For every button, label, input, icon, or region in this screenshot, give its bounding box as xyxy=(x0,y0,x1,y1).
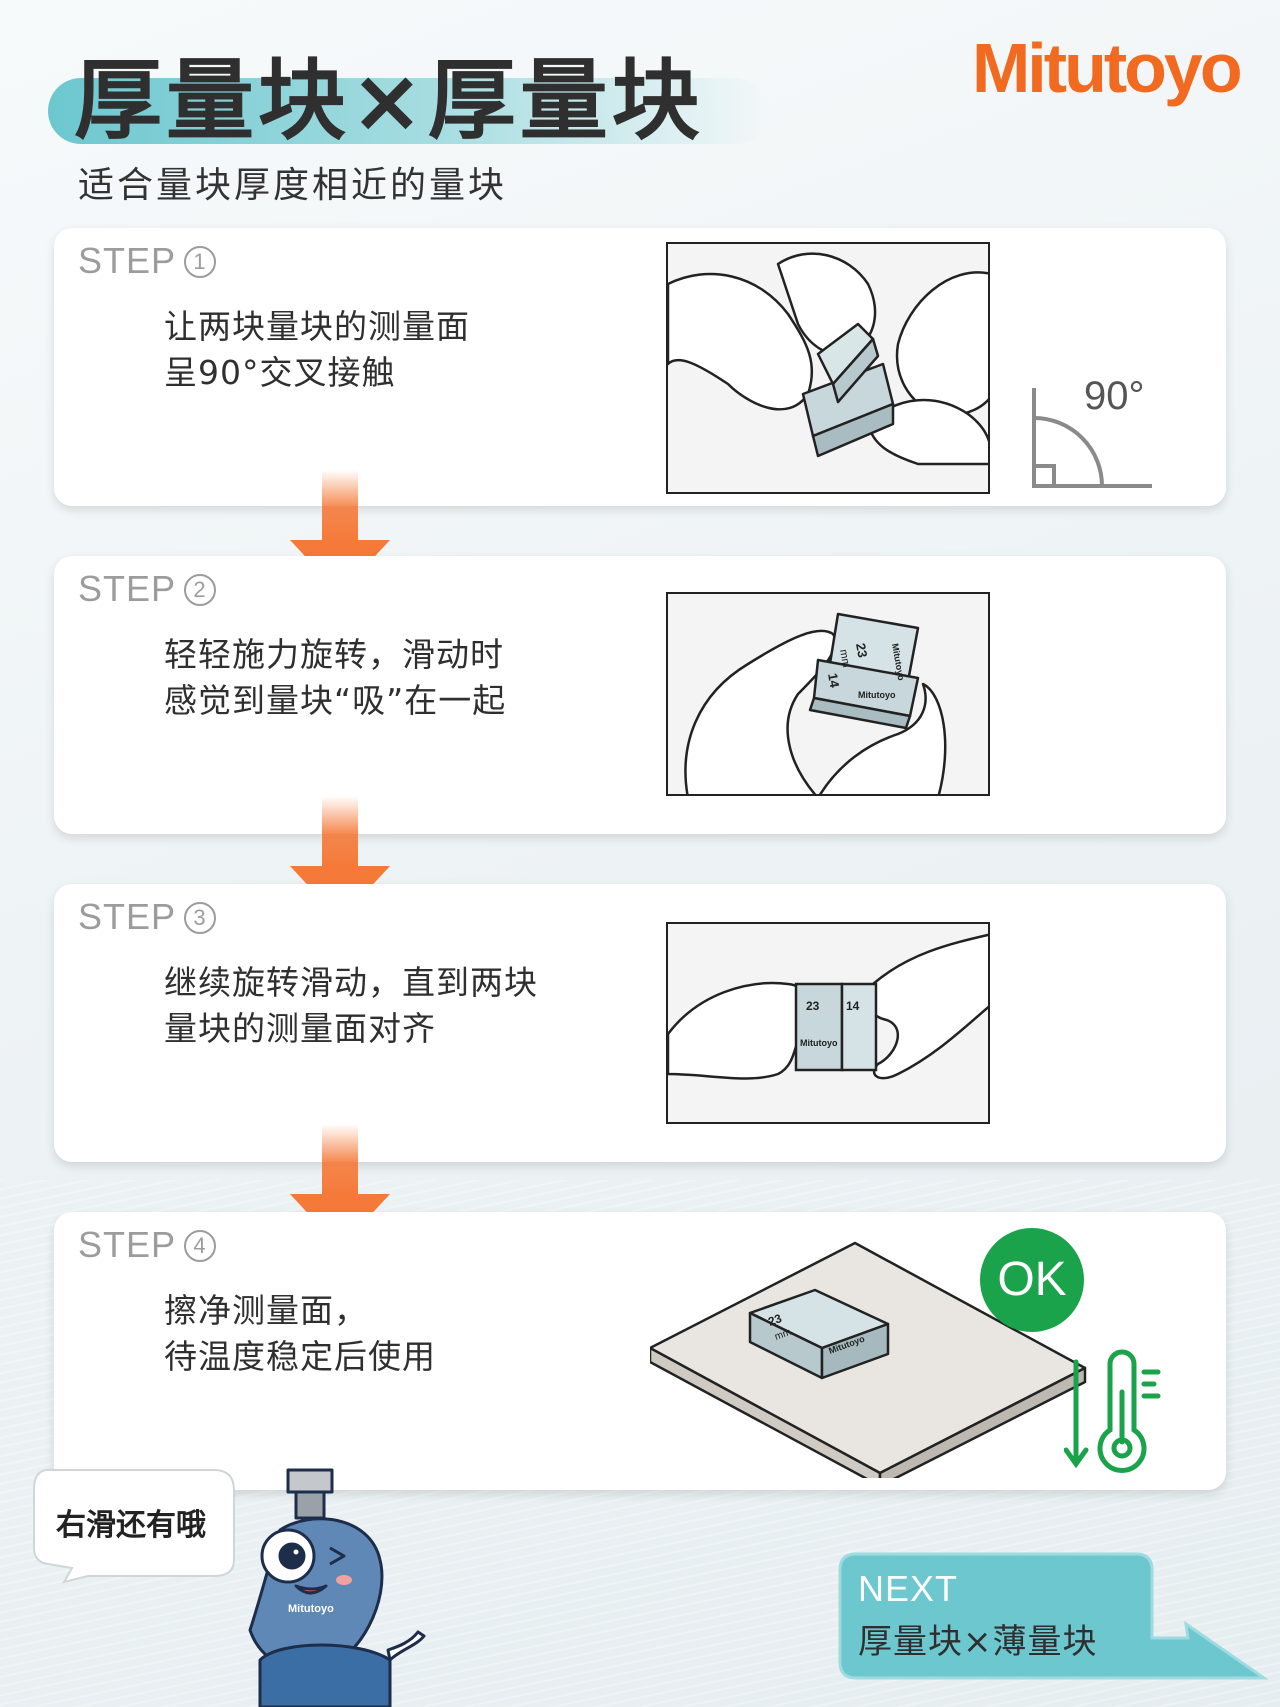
step-word: STEP xyxy=(78,568,177,609)
brand-logo: Mitutoyo xyxy=(972,29,1243,107)
illustration-hands-rotating-blocks: 23 mm Mitutoyo 14 Mitutoyo xyxy=(666,592,990,796)
step-number: 2 xyxy=(184,574,217,606)
block-size-a: 23 xyxy=(806,999,820,1013)
instruction-line: 擦净测量面， xyxy=(164,1291,368,1330)
step-number: 4 xyxy=(184,1230,217,1262)
mascot-brand-label: Mitutoyo xyxy=(288,1603,334,1615)
instruction-line: 轻轻施力旋转，滑动时 xyxy=(164,635,504,674)
block-size-a: 23 xyxy=(853,642,870,659)
next-label[interactable]: NEXT xyxy=(858,1568,959,1609)
speech-bubble-text: 右滑还有哦 xyxy=(56,1508,206,1543)
page-subtitle: 适合量块厚度相近的量块 xyxy=(78,165,508,206)
instruction-line: 量块的测量面对齐 xyxy=(164,1009,436,1048)
thermometer-down-icon xyxy=(1064,1349,1161,1473)
next-callout[interactable] xyxy=(836,1550,1268,1690)
ok-badge-text: OK xyxy=(997,1253,1067,1306)
instruction-line: 继续旋转滑动，直到两块 xyxy=(164,963,538,1002)
angle-label: 90° xyxy=(1084,374,1145,418)
ok-badge xyxy=(980,1228,1084,1332)
instruction-line: 感觉到量块“吸”在一起 xyxy=(164,681,507,720)
block-unit-a: mm xyxy=(773,1327,792,1343)
speech-bubble xyxy=(33,1469,235,1584)
step-number: 1 xyxy=(184,246,217,278)
page-title: 厚量块×厚量块 xyxy=(74,49,704,152)
block-size-a: 23 xyxy=(766,1311,784,1329)
instruction-line: 待温度稳定后使用 xyxy=(164,1337,436,1376)
hands-drawing: 23 14 Mitutoyo xyxy=(668,933,988,1080)
instruction-line: 让两块量块的测量面 xyxy=(164,307,470,346)
title-highlight xyxy=(48,78,768,144)
illustration-hands-crossing-blocks xyxy=(666,242,990,494)
block-brand-b: Mitutoyo xyxy=(858,690,896,700)
illustration-blocks-on-surface-plate: 23 mm Mitutoyo xyxy=(650,1241,1087,1478)
illustration-hands-aligning-blocks: 23 14 Mitutoyo xyxy=(666,922,990,1124)
step-instruction: 让两块量块的测量面 呈90°交叉接触 xyxy=(164,304,470,396)
block-size-b: 14 xyxy=(846,999,860,1013)
block-brand-a: Mitutoyo xyxy=(800,1038,838,1048)
step-word: STEP xyxy=(78,240,177,281)
right-angle-icon xyxy=(1032,388,1152,488)
step-word: STEP xyxy=(78,1224,177,1265)
step-instruction: 擦净测量面， 待温度稳定后使用 xyxy=(164,1288,436,1380)
step-instruction: 继续旋转滑动，直到两块 量块的测量面对齐 xyxy=(164,960,538,1052)
instruction-line: 呈90°交叉接触 xyxy=(164,353,396,392)
next-title[interactable]: 厚量块×薄量块 xyxy=(858,1622,1098,1662)
hands-drawing xyxy=(668,252,988,466)
block-size-b: 14 xyxy=(825,672,842,690)
block-unit-a: mm xyxy=(837,648,852,668)
mascot-character: Mitutoyo xyxy=(248,1468,426,1707)
hands-drawing: 23 mm Mitutoyo 14 Mitutoyo xyxy=(684,612,947,794)
step-word: STEP xyxy=(78,896,177,937)
step-number: 3 xyxy=(184,902,217,934)
step-instruction: 轻轻施力旋转，滑动时 感觉到量块“吸”在一起 xyxy=(164,632,506,724)
